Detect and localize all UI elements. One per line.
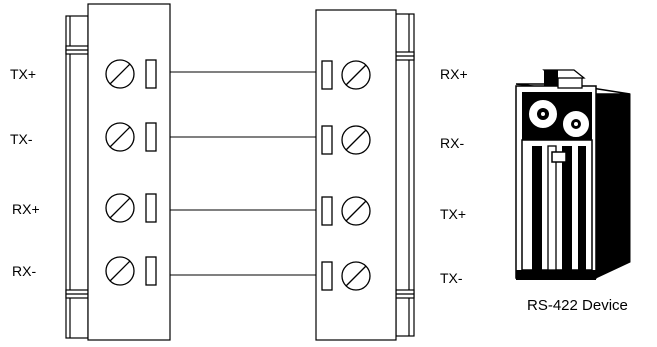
- device-caption: RS-422 Device: [527, 297, 628, 314]
- wires: [170, 71, 316, 276]
- left-terminal-block: [65, 3, 171, 341]
- right-terminal-slot: [321, 261, 333, 291]
- right-pin-label: TX+: [440, 206, 466, 222]
- left-terminal-slot: [145, 122, 157, 152]
- left-terminal-slot: [145, 59, 157, 89]
- right-pin-label: RX+: [440, 66, 468, 82]
- left-terminal-slot: [145, 256, 157, 286]
- left-terminal-screw[interactable]: [105, 122, 135, 152]
- left-terminal-slot: [145, 193, 157, 223]
- right-side-rail: [395, 13, 415, 337]
- right-pin-label: TX-: [440, 270, 463, 286]
- right-terminal-slot: [321, 60, 333, 90]
- left-pin-label: TX-: [10, 131, 33, 147]
- left-terminal-screw[interactable]: [105, 193, 135, 223]
- right-terminal-screw[interactable]: [341, 196, 371, 226]
- left-terminal-screw[interactable]: [105, 59, 135, 89]
- right-pin-labels: RX+ RX- TX+ TX-: [440, 66, 468, 286]
- right-terminal-screw[interactable]: [341, 261, 371, 291]
- left-pin-label: RX-: [12, 263, 36, 279]
- right-terminal-screw[interactable]: [341, 60, 371, 90]
- left-pin-label: TX+: [10, 66, 36, 82]
- rs422-device-icon: [515, 69, 631, 280]
- left-block-body: [87, 3, 171, 341]
- right-terminal-screw[interactable]: [341, 125, 371, 155]
- right-pin-label: RX-: [440, 135, 464, 151]
- left-terminal-screw[interactable]: [105, 256, 135, 286]
- left-pin-label: RX+: [12, 201, 40, 217]
- right-terminal-slot: [321, 125, 333, 155]
- left-pin-labels: TX+ TX- RX+ RX-: [10, 66, 40, 279]
- right-terminal-slot: [321, 196, 333, 226]
